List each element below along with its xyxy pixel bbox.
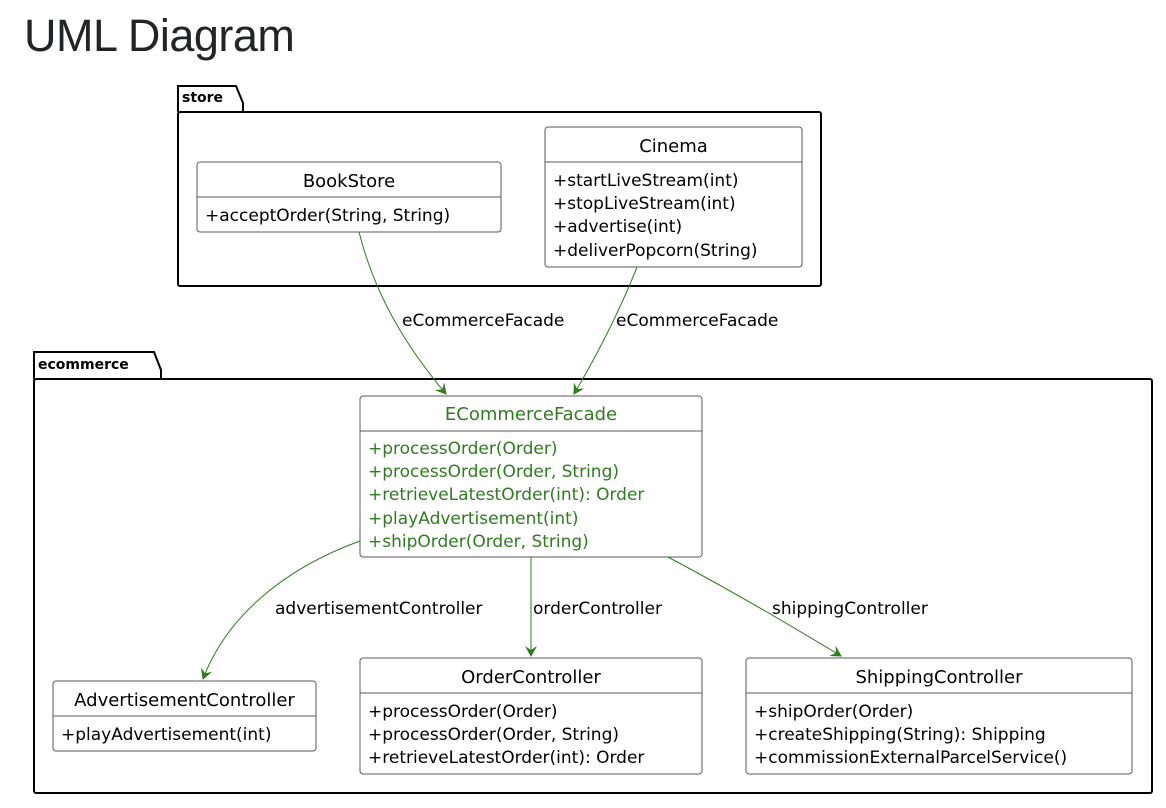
class-method: +stopLiveStream(int) bbox=[553, 194, 736, 214]
package-ecommerce: ecommerce bbox=[33, 351, 1153, 794]
class-method: +playAdvertisement(int) bbox=[61, 725, 271, 745]
class-method: +playAdvertisement(int) bbox=[368, 509, 578, 529]
class-cinema[interactable]: Cinema +startLiveStream(int) +stopLiveSt… bbox=[544, 126, 803, 268]
class-shipping-controller[interactable]: ShippingController +shipOrder(Order) +cr… bbox=[745, 657, 1133, 775]
relation-label: eCommerceFacade bbox=[402, 311, 564, 331]
class-method: +advertise(int) bbox=[553, 217, 682, 237]
class-method: +shipOrder(Order) bbox=[754, 702, 913, 722]
class-advertisement-controller[interactable]: AdvertisementController +playAdvertiseme… bbox=[52, 680, 317, 752]
class-name: BookStore bbox=[303, 171, 395, 192]
class-method: +processOrder(Order) bbox=[368, 702, 557, 722]
relation-facade-to-advertisement: advertisementController bbox=[200, 540, 483, 680]
relation-facade-to-order: orderController bbox=[525, 557, 662, 657]
relation-facade-to-shipping: shippingController bbox=[667, 556, 928, 657]
class-method: +processOrder(Order, String) bbox=[368, 462, 619, 482]
class-order-controller[interactable]: OrderController +processOrder(Order) +pr… bbox=[359, 657, 703, 775]
package-store: store bbox=[177, 85, 822, 287]
relation-label: shippingController bbox=[772, 599, 928, 619]
class-name: ECommerceFacade bbox=[445, 404, 617, 425]
page-title: UML Diagram bbox=[24, 10, 295, 61]
class-name: OrderController bbox=[461, 667, 601, 688]
package-store-label: store bbox=[182, 90, 223, 106]
relation-label: advertisementController bbox=[275, 599, 483, 619]
class-method: +shipOrder(Order, String) bbox=[368, 532, 589, 552]
class-method: +retrieveLatestOrder(int): Order bbox=[368, 485, 644, 505]
class-ecommerce-facade[interactable]: ECommerceFacade +processOrder(Order) +pr… bbox=[359, 395, 703, 558]
relation-cinema-to-facade: eCommerceFacade bbox=[573, 266, 778, 395]
class-bookstore[interactable]: BookStore +acceptOrder(String, String) bbox=[196, 161, 502, 233]
class-name: AdvertisementController bbox=[74, 690, 295, 711]
class-method: +retrieveLatestOrder(int): Order bbox=[368, 748, 644, 768]
class-method: +acceptOrder(String, String) bbox=[205, 206, 450, 226]
relation-label: eCommerceFacade bbox=[616, 311, 778, 331]
class-method: +processOrder(Order) bbox=[368, 439, 557, 459]
class-method: +commissionExternalParcelService() bbox=[754, 748, 1067, 768]
class-name: ShippingController bbox=[855, 667, 1023, 688]
class-method: +deliverPopcorn(String) bbox=[553, 241, 758, 261]
relation-label: orderController bbox=[533, 599, 662, 619]
relation-bookstore-to-facade: eCommerceFacade bbox=[358, 231, 564, 395]
package-ecommerce-label: ecommerce bbox=[38, 357, 129, 373]
class-method: +createShipping(String): Shipping bbox=[754, 725, 1046, 745]
class-method: +processOrder(Order, String) bbox=[368, 725, 619, 745]
class-name: Cinema bbox=[639, 136, 708, 157]
class-method: +startLiveStream(int) bbox=[553, 171, 739, 191]
